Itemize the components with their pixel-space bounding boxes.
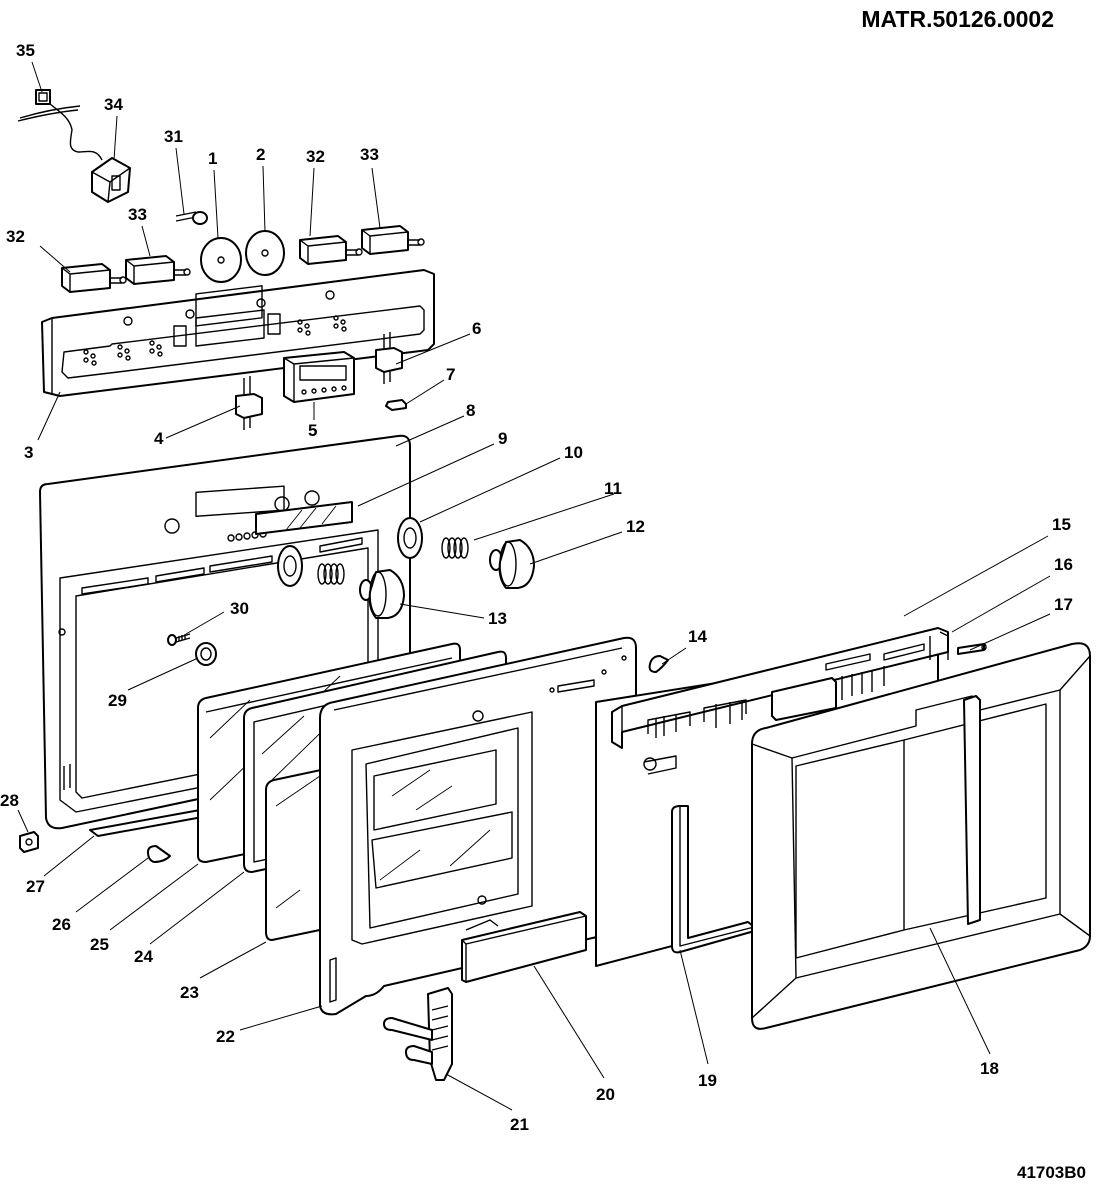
callout-15: 15 [1052,515,1071,534]
part-21-hinge [383,987,453,1081]
callout-30: 30 [230,599,249,618]
callout-16: 16 [1054,555,1073,574]
callout-35: 35 [16,41,35,60]
callout-6: 6 [472,319,481,338]
callout-33-left: 33 [128,205,147,224]
part-12-knob [489,539,535,589]
callout-14: 14 [688,627,707,646]
callout-32-left: 32 [6,227,25,246]
callout-1: 1 [208,149,217,168]
callout-21: 21 [510,1115,529,1134]
callout-5: 5 [308,421,317,440]
callout-9: 9 [498,429,507,448]
callout-28: 28 [0,791,19,810]
callout-8: 8 [466,401,475,420]
part-19-u-frame [671,805,759,954]
part-14-catch [648,655,669,673]
part-11-spring [441,537,469,559]
part-34-lamp-holder [49,103,131,203]
callout-11: 11 [604,479,622,498]
callout-22: 22 [216,1027,235,1046]
part-9-display-glass [255,501,353,535]
part-35-wire-clip [17,89,81,122]
figure-code: 41703B0 [1016,1163,1086,1182]
callout-24: 24 [134,947,153,966]
part-10-bezel [397,517,423,559]
document-code: MATR.50126.0002 [861,6,1054,32]
part-13-knob [359,569,405,619]
callout-34: 34 [104,95,123,114]
callout-20: 20 [596,1085,615,1104]
callout-12: 12 [626,517,645,536]
part-18-outer-frame [751,642,1091,1030]
callout-17: 17 [1054,595,1073,614]
part-2-disc [245,230,285,276]
callout-labels: 35 34 31 1 2 32 33 33 32 3 4 5 6 7 8 9 1… [0,41,1073,1134]
part-28-clip [19,831,39,853]
callout-2: 2 [256,145,265,164]
callout-33-right: 33 [360,145,379,164]
part-11-spring-lower [317,563,345,585]
part-7-pin [385,399,407,411]
part-20-trim [461,911,587,983]
callout-3: 3 [24,443,33,462]
part-26-cover [147,845,171,863]
callout-25: 25 [90,935,109,954]
part-33-switch-right [361,225,425,255]
leader-lines [17,61,1051,1111]
part-6-switch [375,332,403,384]
part-32-switch-left [61,263,127,293]
callout-29: 29 [108,691,127,710]
part-30-screw [167,633,191,646]
part-1-disc [200,237,242,283]
part-33-switch-left [125,255,191,285]
callout-4: 4 [154,429,164,448]
callout-18: 18 [980,1059,999,1078]
part-29-cap [195,642,217,666]
part-3-control-panel [41,269,435,397]
callout-10: 10 [564,443,583,462]
callout-26: 26 [52,915,71,934]
part-4-switch [235,376,263,430]
callout-23: 23 [180,983,199,1002]
callout-13: 13 [488,609,507,628]
part-31-lamp [175,211,208,225]
part-10-bezel-lower [277,545,303,587]
callout-7: 7 [446,365,455,384]
callout-19: 19 [698,1071,717,1090]
callout-32-right: 32 [306,147,325,166]
callout-31: 31 [164,127,183,146]
callout-27: 27 [26,877,45,896]
part-5-timer [283,351,355,403]
part-32-switch-right [299,235,363,265]
part-16-bracket [611,627,949,749]
